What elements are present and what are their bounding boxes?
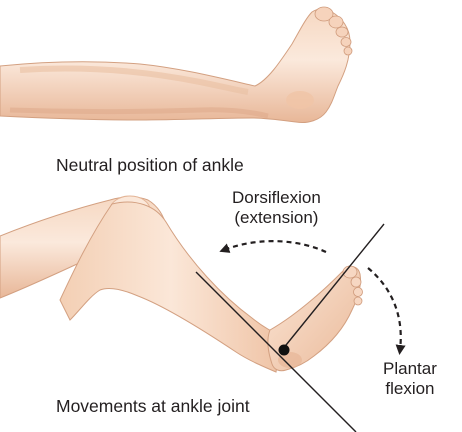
dorsiflexion-arrow [224,241,326,252]
dorsiflexion-label: Dorsiflexion (extension) [232,188,321,228]
dorsiflexion-label-sub: (extension) [232,208,321,228]
plantar-flexion-label-sub: flexion [383,379,437,399]
ankle-joint-dot [279,345,290,356]
movements-caption: Movements at ankle joint [56,396,250,416]
plantar-flexion-label: Plantar flexion [383,359,437,399]
plantar-flexion-arrow [368,268,401,350]
dorsiflexion-label-main: Dorsiflexion [232,188,321,208]
plantar-flexion-label-main: Plantar [383,359,437,379]
neutral-leg-illustration [0,7,352,123]
neutral-position-caption: Neutral position of ankle [56,155,244,175]
